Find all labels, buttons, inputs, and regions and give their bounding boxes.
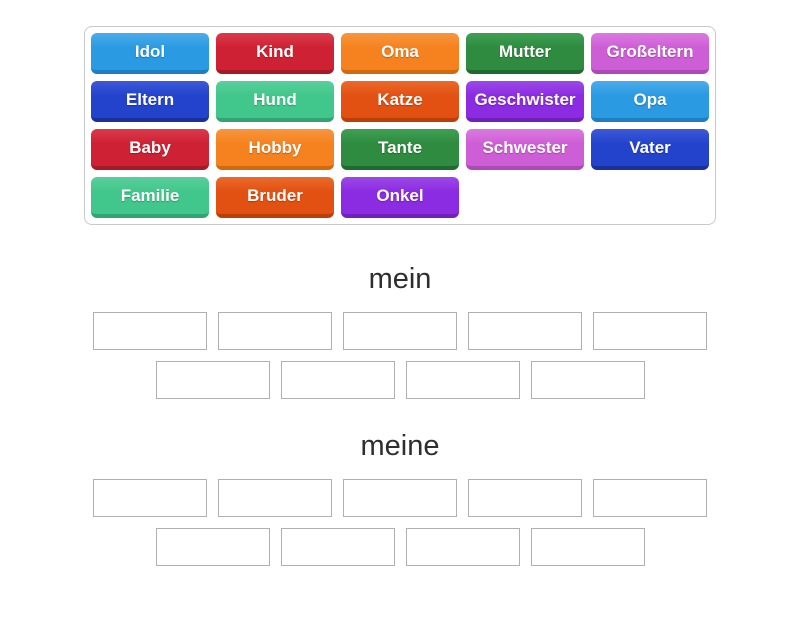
slot-row-mein-2 xyxy=(0,361,800,399)
drop-slot-meine-1-4[interactable] xyxy=(468,479,582,517)
group-title-meine: meine xyxy=(360,430,440,462)
drop-slot-meine-2-4[interactable] xyxy=(530,528,645,566)
word-tile-idol[interactable]: Idol xyxy=(91,33,209,74)
group-title-mein: mein xyxy=(368,263,432,295)
word-tile-oma[interactable]: Oma xyxy=(341,33,459,74)
word-tile-onkel[interactable]: Onkel xyxy=(341,177,459,218)
word-tile-vater[interactable]: Vater xyxy=(591,129,709,170)
drop-slot-meine-1-2[interactable] xyxy=(218,479,332,517)
slot-row-mein-1 xyxy=(0,312,800,350)
drop-slot-mein-1-5[interactable] xyxy=(593,312,707,350)
drop-slot-meine-1-1[interactable] xyxy=(93,479,207,517)
group-sort-activity: { "word_bank": { "tiles": [ {"label": "I… xyxy=(0,26,800,626)
word-tile-tante[interactable]: Tante xyxy=(341,129,459,170)
drop-slot-meine-1-3[interactable] xyxy=(343,479,457,517)
word-tile-baby[interactable]: Baby xyxy=(91,129,209,170)
word-tile-hund[interactable]: Hund xyxy=(216,81,334,122)
slot-row-meine-1 xyxy=(0,479,800,517)
group-meine: meine xyxy=(0,425,800,566)
sort-groups: mein meine xyxy=(0,258,800,566)
word-tile-opa[interactable]: Opa xyxy=(591,81,709,122)
word-tile-geschwister[interactable]: Geschwister xyxy=(466,81,584,122)
drop-slot-mein-1-4[interactable] xyxy=(468,312,582,350)
drop-slot-mein-2-2[interactable] xyxy=(280,361,395,399)
drop-slot-mein-1-1[interactable] xyxy=(93,312,207,350)
word-tile-kind[interactable]: Kind xyxy=(216,33,334,74)
word-tile-eltern[interactable]: Eltern xyxy=(91,81,209,122)
drop-slot-mein-2-3[interactable] xyxy=(405,361,520,399)
word-tile-hobby[interactable]: Hobby xyxy=(216,129,334,170)
drop-slot-meine-1-5[interactable] xyxy=(593,479,707,517)
drop-slot-mein-1-3[interactable] xyxy=(343,312,457,350)
word-tile-großeltern[interactable]: Großeltern xyxy=(591,33,709,74)
drop-slot-meine-2-1[interactable] xyxy=(155,528,270,566)
drop-slot-mein-2-4[interactable] xyxy=(530,361,645,399)
word-tile-katze[interactable]: Katze xyxy=(341,81,459,122)
word-tile-mutter[interactable]: Mutter xyxy=(466,33,584,74)
slot-row-meine-2 xyxy=(0,528,800,566)
drop-slot-mein-1-2[interactable] xyxy=(218,312,332,350)
word-tile-bruder[interactable]: Bruder xyxy=(216,177,334,218)
group-mein: mein xyxy=(0,258,800,399)
drop-slot-meine-2-3[interactable] xyxy=(405,528,520,566)
word-tile-schwester[interactable]: Schwester xyxy=(466,129,584,170)
drop-slot-mein-2-1[interactable] xyxy=(155,361,270,399)
drop-slot-meine-2-2[interactable] xyxy=(280,528,395,566)
word-tile-familie[interactable]: Familie xyxy=(91,177,209,218)
